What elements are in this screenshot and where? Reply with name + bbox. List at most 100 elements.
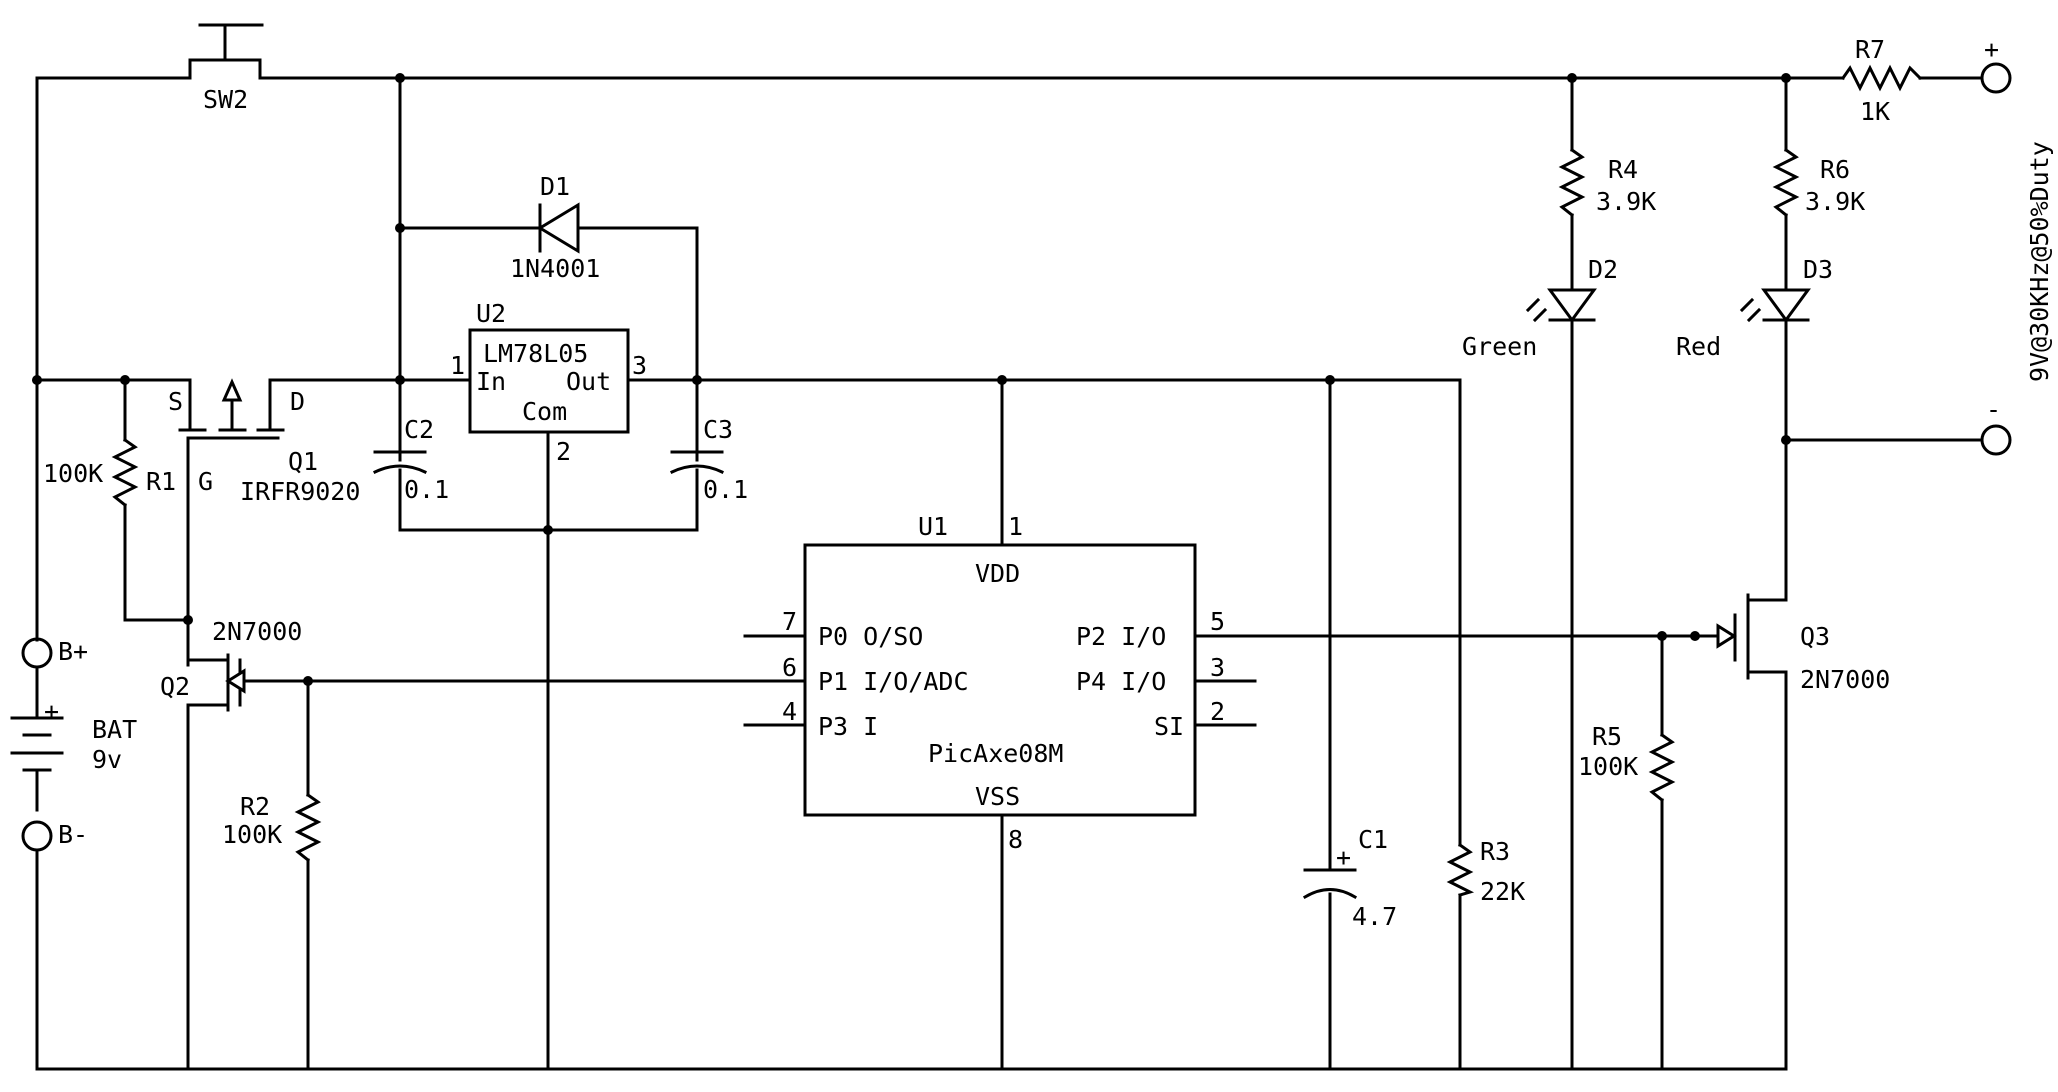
switch-sw2: SW2: [188, 23, 264, 114]
r7-ref: R7: [1855, 35, 1885, 64]
u1-pin4: 4: [782, 697, 797, 726]
r6-ref: R6: [1820, 155, 1850, 184]
r2-zigzag: [294, 792, 322, 863]
capacitor-c1: + C1 4.7: [1302, 825, 1397, 931]
d2-triangle: [1547, 288, 1597, 323]
q3-ref: Q3: [1800, 622, 1830, 651]
u2-pin2: 2: [556, 437, 571, 466]
terminal-out-minus: [1980, 424, 2012, 456]
d3-ref: D3: [1803, 255, 1833, 284]
d2-light-2: [1532, 307, 1548, 323]
c1-plus: +: [1336, 843, 1351, 872]
d3-value: Red: [1676, 332, 1721, 361]
junction-dot: [692, 375, 702, 385]
r5-zigzag: [1648, 732, 1676, 803]
q1-pin-d: D: [290, 387, 305, 416]
u2-pin-in: In: [476, 367, 506, 396]
junctions: [32, 73, 1791, 686]
u1-pin2: 2: [1210, 697, 1225, 726]
u1-p1: P1 I/O/ADC: [818, 667, 969, 696]
u1-p4: P4 I/O: [1076, 667, 1166, 696]
sw2-ref: SW2: [203, 85, 248, 114]
bat-term-neg: B-: [58, 820, 88, 849]
led-d2: D2 Green: [1462, 255, 1618, 361]
out-minus: -: [1986, 395, 2001, 424]
u1-pin5: 5: [1210, 607, 1225, 636]
q2-ref: Q2: [160, 672, 190, 701]
junction-dot: [395, 73, 405, 83]
u2-body: [468, 328, 630, 434]
r6-zigzag: [1772, 147, 1800, 218]
resistor-r4: R4 3.9K: [1558, 147, 1656, 218]
d2-light-1: [1525, 297, 1541, 313]
u1-body: [803, 543, 1197, 817]
junction-dot: [1325, 375, 1335, 385]
capacitor-c2: C2 0.1: [372, 415, 449, 504]
resistor-r3: R3 22K: [1446, 837, 1525, 906]
mosfet-q1: S D G Q1 IRFR9020: [168, 378, 360, 506]
mosfet-q3: Q3 2N7000: [1693, 593, 1890, 694]
u1-pin6: 6: [782, 653, 797, 682]
d2-value: Green: [1462, 332, 1537, 361]
resistor-r7: R7 1K: [1840, 35, 1923, 126]
q3-arrow: [1716, 623, 1737, 649]
r3-zigzag: [1446, 842, 1475, 897]
bat-value: 9v: [92, 745, 122, 774]
u1-part: PicAxe08M: [928, 739, 1063, 768]
c2-plate-bottom: [372, 464, 428, 475]
r4-zigzag: [1558, 147, 1586, 218]
ic-u1: U1 1 VDD P0 O/SO P1 I/O/ADC P3 I P2 I/O …: [782, 512, 1225, 854]
u1-pin3: 3: [1210, 653, 1225, 682]
u1-vdd: VDD: [975, 559, 1020, 588]
junction-dot: [1781, 435, 1791, 445]
r5-ref: R5: [1592, 722, 1622, 751]
output-terminals: + - 9V@30KHz@50%Duty: [1980, 35, 2054, 456]
r4-value: 3.9K: [1596, 187, 1656, 216]
q1-value: IRFR9020: [240, 477, 360, 506]
junction-dot: [1657, 631, 1667, 641]
junction-dot: [32, 375, 42, 385]
terminal-b-minus: [21, 820, 53, 852]
junction-dot: [543, 525, 553, 535]
u1-vss: VSS: [975, 782, 1020, 811]
u1-ref: U1: [918, 512, 948, 541]
d3-light-1: [1739, 297, 1755, 313]
junction-dot: [303, 676, 313, 686]
q1-pin-g: G: [198, 467, 213, 496]
u2-pin-out: Out: [566, 367, 611, 396]
q1-arrow: [221, 378, 243, 402]
d1-triangle: [537, 202, 580, 254]
u1-si: SI: [1154, 712, 1184, 741]
u2-part: LM78L05: [483, 339, 588, 368]
battery-bat: + B+ B- BAT 9v: [10, 637, 137, 852]
regulator-u2: U2 LM78L05 In Out Com 1 3 2: [450, 299, 647, 466]
terminal-out-plus: [1980, 62, 2012, 94]
resistor-r5: R5 100K: [1578, 722, 1676, 803]
d3-triangle: [1761, 288, 1811, 323]
u1-pin1: 1: [1008, 512, 1023, 541]
resistor-r6: R6 3.9K: [1772, 147, 1865, 218]
c2-ref: C2: [404, 415, 434, 444]
u1-p2: P2 I/O: [1076, 622, 1166, 651]
c2-value: 0.1: [404, 475, 449, 504]
bat-term-pos: B+: [58, 637, 88, 666]
resistor-r1: 100K R1: [43, 437, 176, 508]
r3-ref: R3: [1480, 837, 1510, 866]
c1-ref: C1: [1358, 825, 1388, 854]
c3-plate-bottom: [669, 464, 725, 475]
q2-value: 2N7000: [212, 617, 302, 646]
wires: [35, 76, 1984, 1071]
output-spec: 9V@30KHz@50%Duty: [2025, 141, 2054, 382]
capacitor-c3: C3 0.1: [669, 415, 748, 504]
u2-pin1: 1: [450, 351, 465, 380]
d1-value: 1N4001: [510, 254, 600, 283]
terminal-b-plus: [21, 637, 53, 669]
out-plus: +: [1984, 35, 1999, 64]
diode-d1: D1 1N4001: [510, 172, 600, 283]
r5-value: 100K: [1578, 752, 1638, 781]
r2-value: 100K: [222, 820, 282, 849]
u1-pin8: 8: [1008, 825, 1023, 854]
d3-light-2: [1746, 307, 1762, 323]
q1-pin-s: S: [168, 387, 183, 416]
